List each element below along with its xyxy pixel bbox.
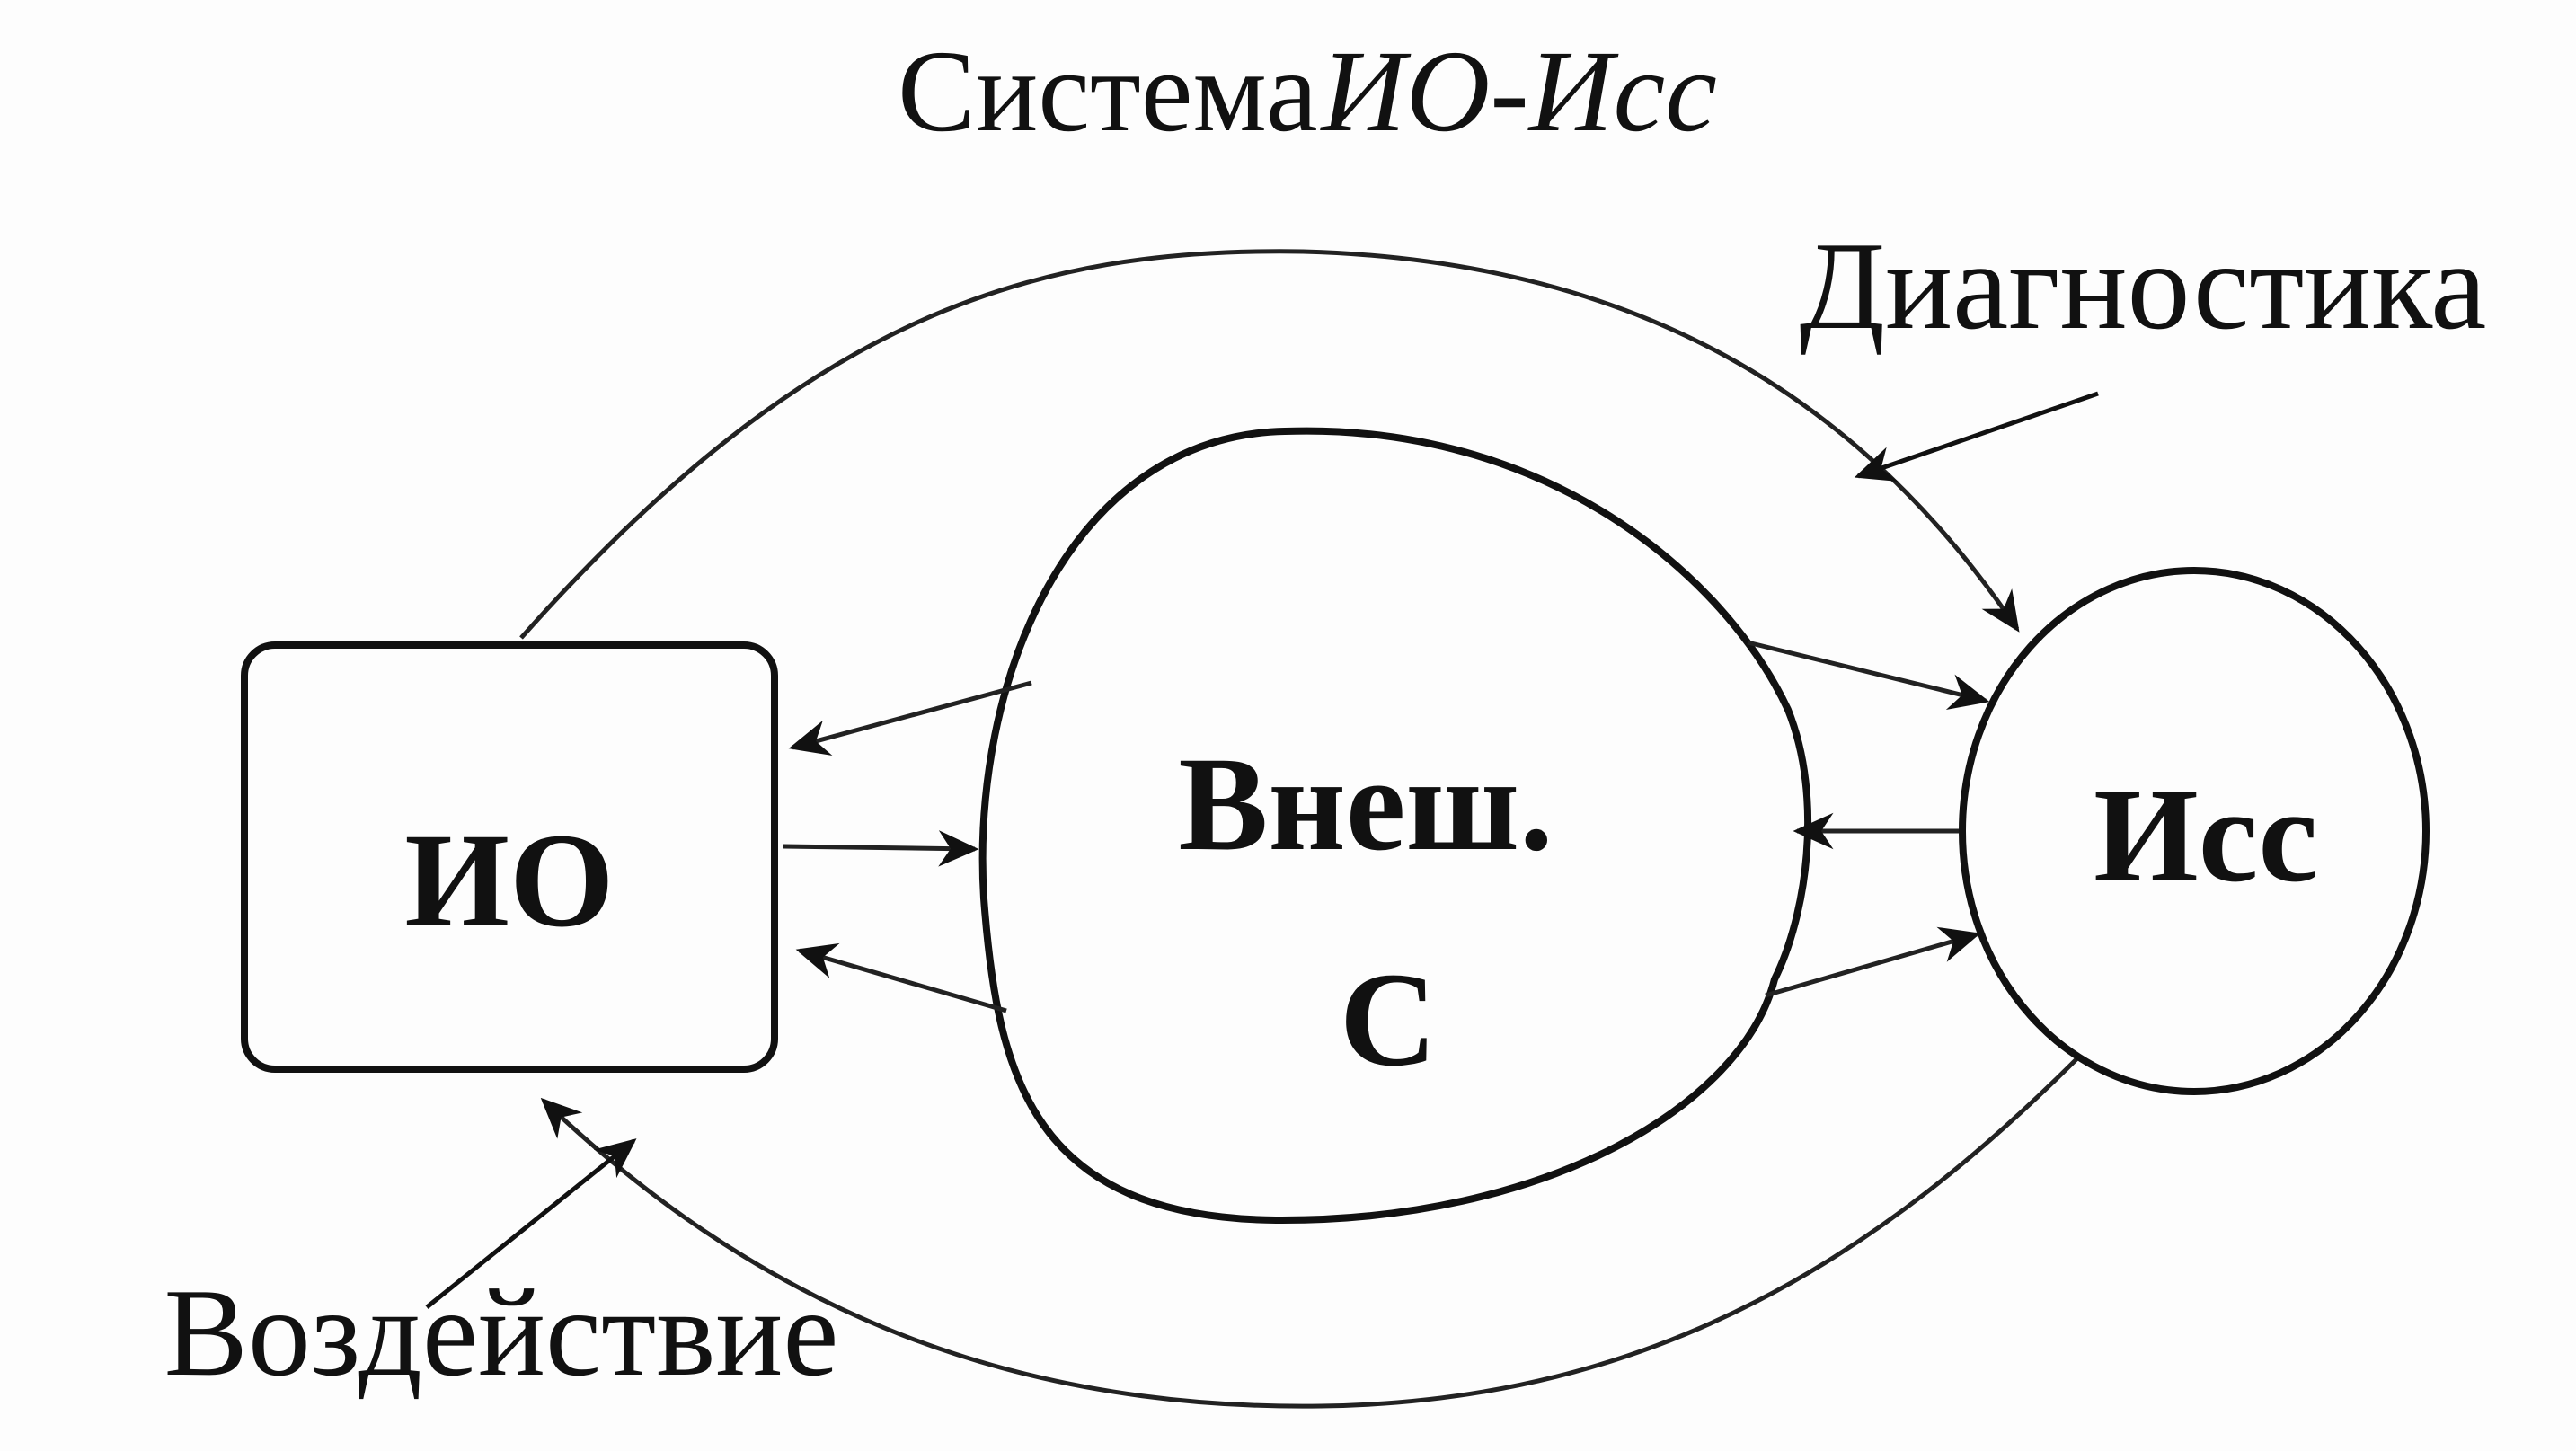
iss-label: Исс <box>2094 761 2318 910</box>
influence-loop-arc <box>540 1054 2082 1409</box>
arrow-external-to-iss-top <box>1747 640 1990 711</box>
arrow-io-to-external <box>783 830 979 867</box>
diagnostics-label: Диагностика <box>1800 217 2487 356</box>
io-node <box>241 641 778 1073</box>
diagnostics-loop-arc <box>519 249 2020 640</box>
arrow-external-to-io-bottom <box>795 942 1007 1013</box>
arrow-external-to-iss-bottom <box>1765 926 1981 998</box>
external-label-line1: Внеш. <box>1178 730 1553 879</box>
arrow-external-to-io-top <box>788 680 1032 756</box>
diagnostics-pointer <box>1854 391 2099 482</box>
external-environment-node <box>978 427 1812 1225</box>
iss-node <box>1959 567 2430 1095</box>
title-prefix: Система <box>898 27 1318 156</box>
influence-label: Воздействие <box>164 1263 839 1402</box>
influence-pointer <box>425 1138 637 1309</box>
external-label-line2: С <box>1340 945 1437 1094</box>
title-system-name: ИО-Исс <box>1320 27 1717 156</box>
io-label: ИО <box>404 806 614 955</box>
diagram-title: Система ИО-Исс <box>898 27 1717 156</box>
